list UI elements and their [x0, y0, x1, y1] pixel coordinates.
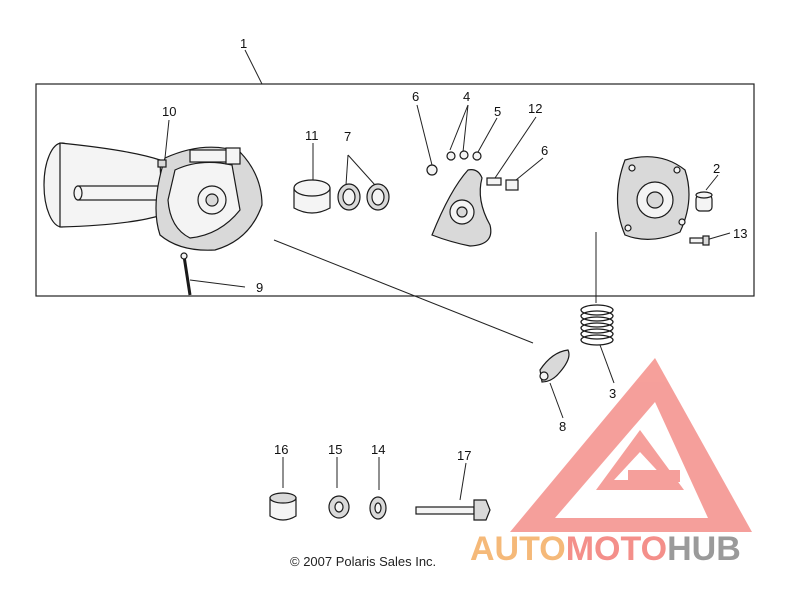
callout-3: 3	[609, 386, 616, 401]
watermark-hub: HUB	[667, 530, 741, 568]
callout-14: 14	[371, 442, 385, 457]
part-14-washer	[369, 496, 387, 520]
part-8-weight	[539, 349, 570, 383]
callout-6a: 6	[412, 89, 419, 104]
clutch-cover	[616, 156, 690, 240]
callout-2: 2	[713, 161, 720, 176]
watermark-logo	[510, 358, 752, 532]
assembly-box	[35, 83, 755, 297]
watermark-auto: AUTO	[470, 530, 566, 568]
watermark-moto: MOTO	[566, 530, 667, 568]
callout-9: 9	[256, 280, 263, 295]
callout-13: 13	[733, 226, 747, 241]
part-15-washer	[328, 495, 350, 519]
callout-1: 1	[240, 36, 247, 51]
part-2-bushing	[695, 191, 713, 212]
callout-8: 8	[559, 419, 566, 434]
spider-assembly	[426, 150, 519, 247]
part-13-bolt	[689, 235, 710, 246]
watermark-text: AUTOMOTOHUB	[470, 530, 741, 568]
part-7-rings	[337, 183, 390, 211]
callout-6b: 6	[541, 143, 548, 158]
callout-4: 4	[463, 89, 470, 104]
copyright-text: © 2007 Polaris Sales Inc.	[290, 554, 436, 569]
part-16-bushing	[269, 492, 297, 521]
callout-10: 10	[162, 104, 176, 119]
callout-17: 17	[457, 448, 471, 463]
part-9-pin	[180, 252, 192, 296]
callout-15: 15	[328, 442, 342, 457]
part-17-bolt	[415, 499, 491, 521]
callout-16: 16	[274, 442, 288, 457]
callout-11: 11	[305, 128, 319, 143]
callout-labels: 1 10 11 7 6 4 5 12 6 2 13 9 3 8 16 15 14…	[162, 36, 747, 463]
sheave-assembly	[43, 142, 263, 251]
callout-12: 12	[528, 101, 542, 116]
part-11-bushing	[293, 179, 331, 214]
part-10-nut	[157, 159, 167, 168]
part-3-spring	[580, 304, 614, 346]
leader-lines	[164, 49, 731, 501]
callout-5: 5	[494, 104, 501, 119]
callout-7: 7	[344, 129, 351, 144]
